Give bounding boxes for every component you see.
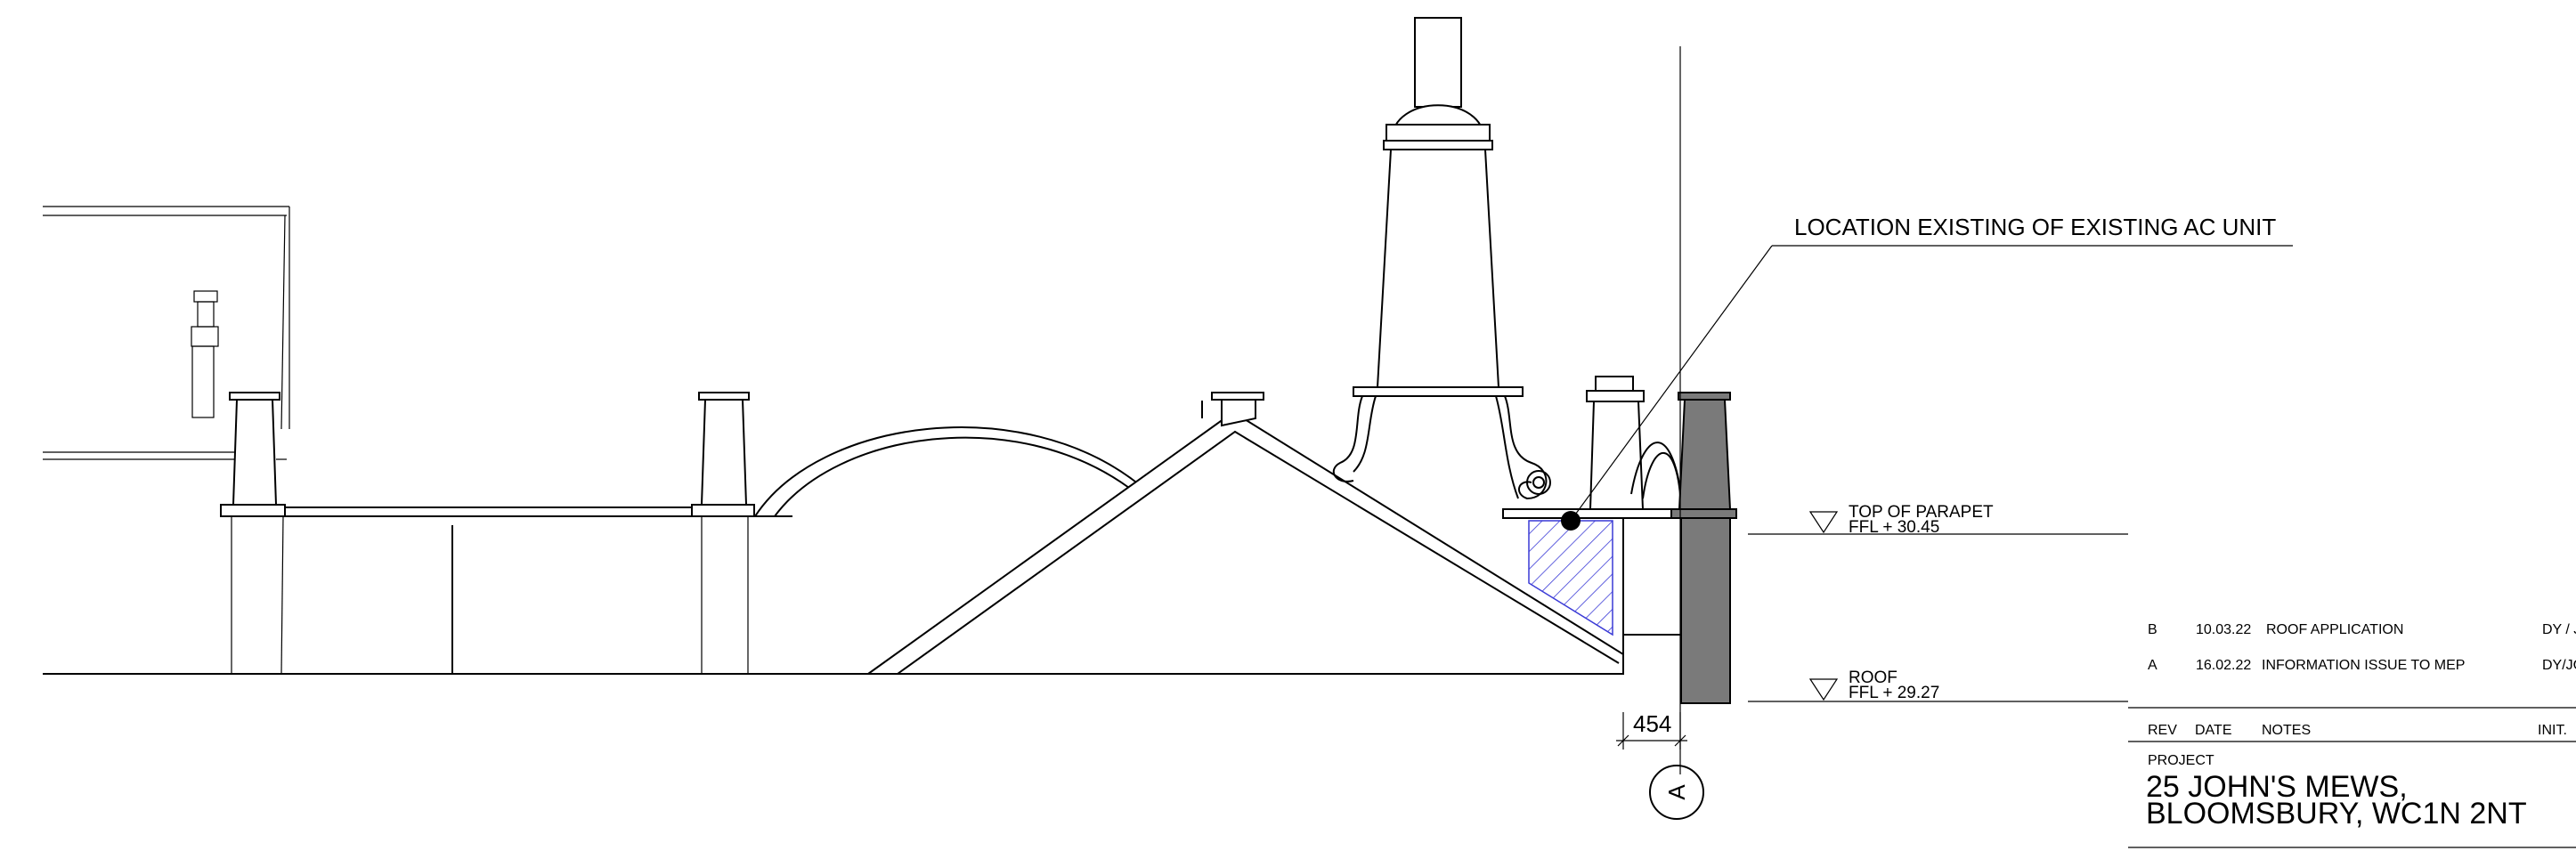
arched-roof [754, 426, 1141, 517]
level-marker-parapet: TOP OF PARAPET FFL + 30.45 [1748, 503, 2128, 537]
header-init: INIT. [2538, 723, 2567, 738]
project-label: PROJECT [2148, 753, 2214, 768]
section-marker-label: A [1663, 784, 1690, 800]
rev-b-init: DY / J [2542, 622, 2576, 637]
pilaster-2 [691, 392, 755, 517]
rev-a-init: DY/JC [2542, 658, 2576, 673]
rev-a-notes: INFORMATION ISSUE TO MEP [2262, 658, 2465, 673]
rev-a-id: A [2148, 658, 2158, 673]
level-name-parapet: TOP OF PARAPET [1849, 503, 1994, 522]
level-value-parapet: FFL + 30.45 [1849, 518, 1939, 537]
pilaster-3 [1211, 392, 1264, 427]
rev-b-notes: ROOF APPLICATION [2266, 622, 2403, 637]
gable-roof [865, 401, 1624, 675]
header-rev: REV [2148, 723, 2177, 738]
callout-text: LOCATION EXISTING OF EXISTING AC UNIT [1794, 214, 2276, 240]
level-name-roof: ROOF [1849, 669, 1897, 687]
level-marker-roof: ROOF FFL + 29.27 [1748, 669, 2128, 702]
ac-unit-hatch [1528, 520, 1613, 636]
title-block: B 10.03.22 ROOF APPLICATION DY / J A 16.… [2128, 622, 2576, 848]
rev-b-date: 10.03.22 [2196, 622, 2251, 637]
project-name-line2: BLOOMSBURY, WC1N 2NT [2146, 797, 2527, 831]
header-notes: NOTES [2262, 723, 2311, 738]
callout-leader [1561, 245, 2293, 531]
vent-pipe [191, 290, 219, 418]
level-value-roof: FFL + 29.27 [1849, 684, 1939, 702]
dark-chimney [1670, 392, 1737, 704]
central-chimney [1332, 17, 1551, 500]
section-marker: A [1649, 765, 1704, 820]
header-date: DATE [2195, 723, 2231, 738]
small-chimney [1586, 376, 1684, 510]
parapet-wall [221, 506, 775, 675]
left-building [43, 206, 290, 460]
project-name-line1: 25 JOHN'S MEWS, [2146, 770, 2408, 804]
rev-b-id: B [2148, 622, 2158, 637]
dimension-line [1616, 712, 1687, 750]
dimension-value: 454 [1633, 710, 1671, 737]
pilaster-1 [220, 392, 286, 517]
rev-a-date: 16.02.22 [2196, 658, 2251, 673]
